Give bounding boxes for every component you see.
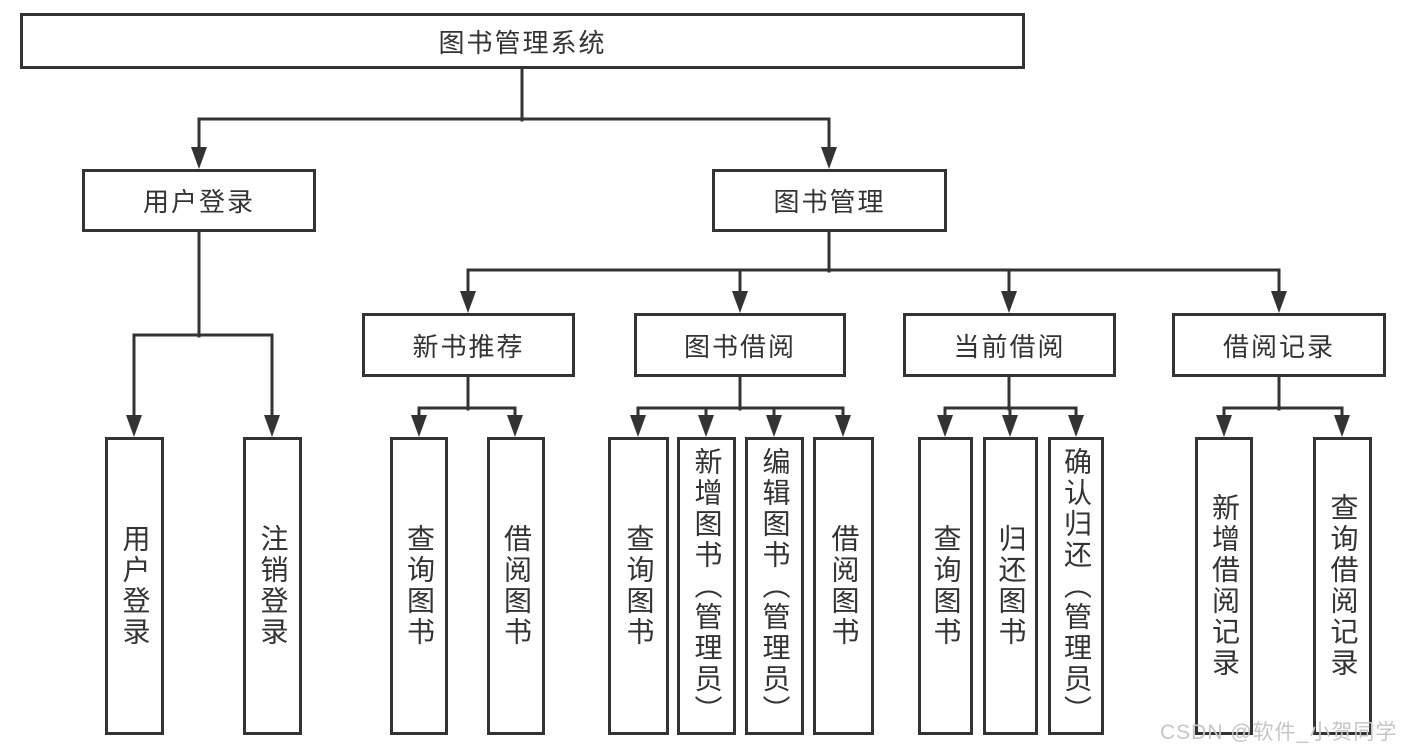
- node-new-book-recommend-label: 新书推荐: [412, 331, 525, 362]
- node-library-system: 图书管理系统: [20, 13, 1025, 69]
- node-current-borrowing-label: 当前借阅: [953, 331, 1066, 362]
- leaf-borrow-books: 借阅图书: [813, 437, 874, 735]
- leaf-newbooks-borrow-books: 借阅图书: [487, 437, 545, 735]
- leaf-return-books: 归还图书: [983, 437, 1038, 735]
- node-library-system-label: 图书管理系统: [438, 27, 607, 58]
- leaf-add-borrow-record-label: 新增借阅记录: [1209, 493, 1240, 679]
- node-book-management-label: 图书管理: [773, 187, 886, 217]
- node-new-book-recommend: 新书推荐: [362, 313, 575, 377]
- leaf-newbooks-borrow-books-label: 借阅图书: [501, 524, 532, 648]
- leaf-logout-label: 注销登录: [257, 524, 289, 648]
- leaf-borrow-query-books-label: 查询图书: [623, 524, 655, 648]
- connector-borrow-records-to-leaves: [1216, 375, 1350, 437]
- connector-user-login-to-leaves: [126, 230, 280, 437]
- leaf-add-books-admin: 新增图书（管理员）: [677, 437, 736, 735]
- connector-new-books-to-leaves: [411, 375, 523, 437]
- node-user-login-label: 用户登录: [142, 187, 255, 217]
- node-book-management: 图书管理: [712, 169, 947, 232]
- leaf-add-books-admin-label: 新增图书（管理员）: [691, 446, 723, 726]
- node-borrowing-records: 借阅记录: [1172, 313, 1386, 377]
- node-book-borrowing: 图书借阅: [634, 313, 846, 377]
- node-user-login: 用户登录: [82, 169, 316, 232]
- leaf-current-query-books-label: 查询图书: [930, 524, 962, 648]
- leaf-add-borrow-record: 新增借阅记录: [1195, 437, 1253, 735]
- leaf-confirm-return-admin-label: 确认归还（管理员）: [1061, 446, 1092, 726]
- connector-book-borrow-to-leaves: [630, 375, 851, 437]
- leaf-borrow-books-label: 借阅图书: [828, 524, 860, 648]
- node-borrowing-records-label: 借阅记录: [1222, 331, 1335, 362]
- leaf-user-login-label: 用户登录: [119, 524, 151, 648]
- node-book-borrowing-label: 图书借阅: [683, 331, 796, 362]
- connector-current-borrow-to-leaves: [937, 375, 1084, 437]
- leaf-logout: 注销登录: [243, 437, 302, 735]
- leaf-query-borrow-record: 查询借阅记录: [1313, 437, 1372, 735]
- leaf-return-books-label: 归还图书: [995, 524, 1027, 648]
- leaf-current-query-books: 查询图书: [918, 437, 973, 735]
- watermark-text: CSDN @软件_小贺同学: [1160, 721, 1398, 744]
- leaf-edit-books-admin: 编辑图书（管理员）: [745, 437, 804, 735]
- leaf-query-borrow-record-label: 查询借阅记录: [1327, 493, 1359, 679]
- leaf-confirm-return-admin: 确认归还（管理员）: [1048, 437, 1104, 735]
- leaf-borrow-query-books: 查询图书: [608, 437, 669, 735]
- leaf-newbooks-query-books: 查询图书: [390, 437, 448, 735]
- connector-book-mgmt-to-level3: [460, 230, 1287, 313]
- connector-root-to-level2: [191, 66, 837, 169]
- node-current-borrowing: 当前借阅: [903, 313, 1116, 377]
- leaf-newbooks-query-books-label: 查询图书: [404, 524, 435, 648]
- leaf-edit-books-admin-label: 编辑图书（管理员）: [759, 446, 791, 726]
- leaf-user-login: 用户登录: [105, 437, 164, 735]
